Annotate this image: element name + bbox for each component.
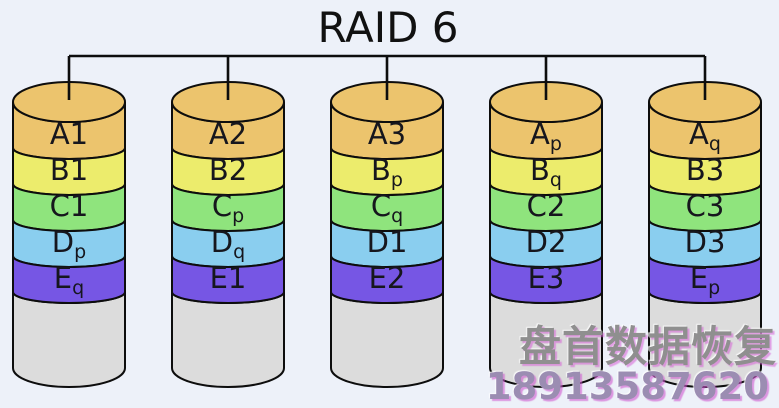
stripe-label-a2: A2 [209, 117, 247, 151]
stripe-label-d2: D2 [526, 225, 567, 259]
stripe-label-a1: A1 [50, 117, 88, 151]
stripe-e2 [330, 255, 444, 304]
stripe-label-ap: Ap [530, 117, 562, 155]
stripe-label-d3: D3 [685, 225, 726, 259]
stripe-ep [648, 255, 762, 304]
stripe-label-bq: Bq [530, 153, 562, 191]
disk-body [330, 291, 444, 388]
stripe-label-d1: D1 [367, 225, 408, 259]
stripe-label-b2: B2 [209, 153, 247, 187]
stripe-label-c3: C3 [686, 189, 725, 223]
bus-lines [67, 54, 707, 100]
disk-body [171, 291, 285, 388]
stripe-label-e1: E1 [210, 261, 247, 295]
stripe-label-dq: Dq [211, 225, 245, 263]
stripe-label-aq: Aq [689, 117, 721, 155]
stripe-e3 [489, 255, 603, 304]
disk-body [12, 291, 126, 388]
stripe-label-c2: C2 [527, 189, 566, 223]
stripe-label-b3: B3 [686, 153, 724, 187]
stripe-e1 [171, 255, 285, 304]
stripe-label-ep: Ep [690, 261, 720, 299]
stripe-label-dp: Dp [52, 225, 86, 263]
stripe-label-c1: C1 [50, 189, 89, 223]
stripe-eq [12, 255, 126, 304]
diagram-title: RAID 6 [317, 3, 458, 52]
stripe-label-cq: Cq [371, 189, 403, 227]
disk-body [489, 291, 603, 388]
stripe-label-b1: B1 [50, 153, 88, 187]
stripe-label-a3: A3 [368, 117, 406, 151]
stripe-label-e3: E3 [528, 261, 565, 295]
stripe-label-e2: E2 [369, 261, 406, 295]
stripe-label-bp: Bp [371, 153, 403, 191]
stripe-label-eq: Eq [54, 261, 84, 299]
stripe-label-cp: Cp [212, 189, 244, 227]
disk-body [648, 291, 762, 388]
